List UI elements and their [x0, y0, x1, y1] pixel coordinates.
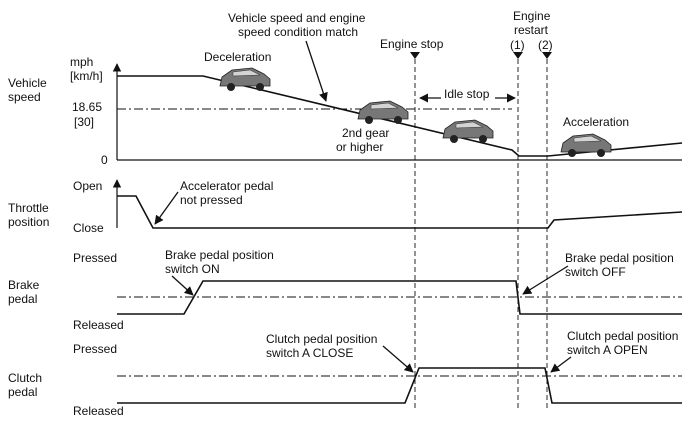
accelerator-note-arrow	[154, 191, 179, 225]
clutch-label-2: pedal	[8, 385, 37, 399]
speed-mark-value-kmh: [30]	[74, 115, 94, 129]
brake-pressed-label: Pressed	[73, 251, 117, 265]
throttle-trace	[117, 195, 683, 229]
clutch-panel: Clutch pedal Pressed Released Clutch ped…	[8, 329, 682, 418]
gear-condition-label: 2nd gear	[342, 126, 389, 140]
engine-restart-label: Engine	[513, 9, 551, 23]
engine-restart-label-2: restart	[514, 23, 549, 37]
event-marker-2: (2)	[538, 38, 553, 52]
vehicle-speed-label: Vehicle	[8, 76, 47, 90]
clutch-open-note-2: switch A OPEN	[567, 343, 648, 357]
speed-unit-mph: mph	[70, 55, 93, 69]
brake-label: Brake	[8, 278, 40, 292]
engine-stop-marker	[410, 52, 420, 59]
clutch-open-note: Clutch pedal position	[567, 329, 678, 343]
throttle-label: Throttle	[8, 201, 49, 215]
clutch-label: Clutch	[8, 371, 42, 385]
restart-marker-2	[542, 52, 552, 59]
acceleration-label: Acceleration	[563, 115, 629, 129]
clutch-open-arrow	[550, 356, 572, 373]
event-markers: Engine stop Engine restart (1) (2)	[380, 9, 553, 410]
event-marker-1: (1)	[510, 38, 525, 52]
brake-on-note: Brake pedal position	[165, 248, 274, 262]
brake-released-label: Released	[73, 318, 124, 332]
car-icon	[357, 100, 409, 125]
condition-match-arrow	[305, 40, 328, 102]
throttle-label-2: position	[8, 215, 49, 229]
brake-on-note-2: switch ON	[165, 262, 220, 276]
clutch-close-note-2: switch A CLOSE	[266, 346, 353, 360]
clutch-released-label: Released	[73, 404, 124, 418]
clutch-close-note: Clutch pedal position	[266, 332, 377, 346]
brake-panel: Brake pedal Pressed Released Brake pedal…	[8, 248, 682, 332]
condition-match-label: Vehicle speed and engine	[228, 11, 366, 25]
speed-mark-value: 18.65	[72, 100, 102, 114]
car-icon	[219, 67, 271, 92]
accelerator-note-2: not pressed	[180, 193, 243, 207]
idle-stop-label-bg	[441, 84, 495, 104]
brake-off-arrow	[522, 265, 569, 295]
speed-zero-label: 0	[101, 153, 108, 167]
brake-trace	[117, 280, 682, 315]
brake-on-arrow	[171, 275, 194, 296]
brake-label-2: pedal	[8, 292, 37, 306]
gear-condition-label-2: or higher	[336, 140, 383, 154]
vehicle-speed-label-2: speed	[8, 90, 41, 104]
restart-marker-1	[513, 52, 523, 59]
car-icon	[560, 133, 612, 158]
throttle-open-label: Open	[73, 179, 102, 193]
accelerator-note: Accelerator pedal	[180, 179, 273, 193]
vehicle-speed-panel: Vehicle speed mph [km/h] 18.65 [30] 0 De…	[8, 11, 683, 167]
brake-off-note-2: switch OFF	[565, 265, 626, 279]
engine-stop-label: Engine stop	[380, 37, 444, 51]
brake-off-note: Brake pedal position	[565, 251, 674, 265]
deceleration-label: Deceleration	[204, 50, 271, 64]
clutch-trace	[117, 367, 682, 404]
speed-unit-kmh: [km/h]	[70, 69, 103, 83]
idle-stop-label: Idle stop	[444, 87, 490, 101]
throttle-panel: Throttle position Open Close Accelerator…	[8, 179, 683, 235]
clutch-close-arrow	[382, 345, 414, 373]
throttle-close-label: Close	[73, 221, 104, 235]
clutch-pressed-label: Pressed	[73, 342, 117, 356]
condition-match-label-2: speed condition match	[238, 25, 358, 39]
